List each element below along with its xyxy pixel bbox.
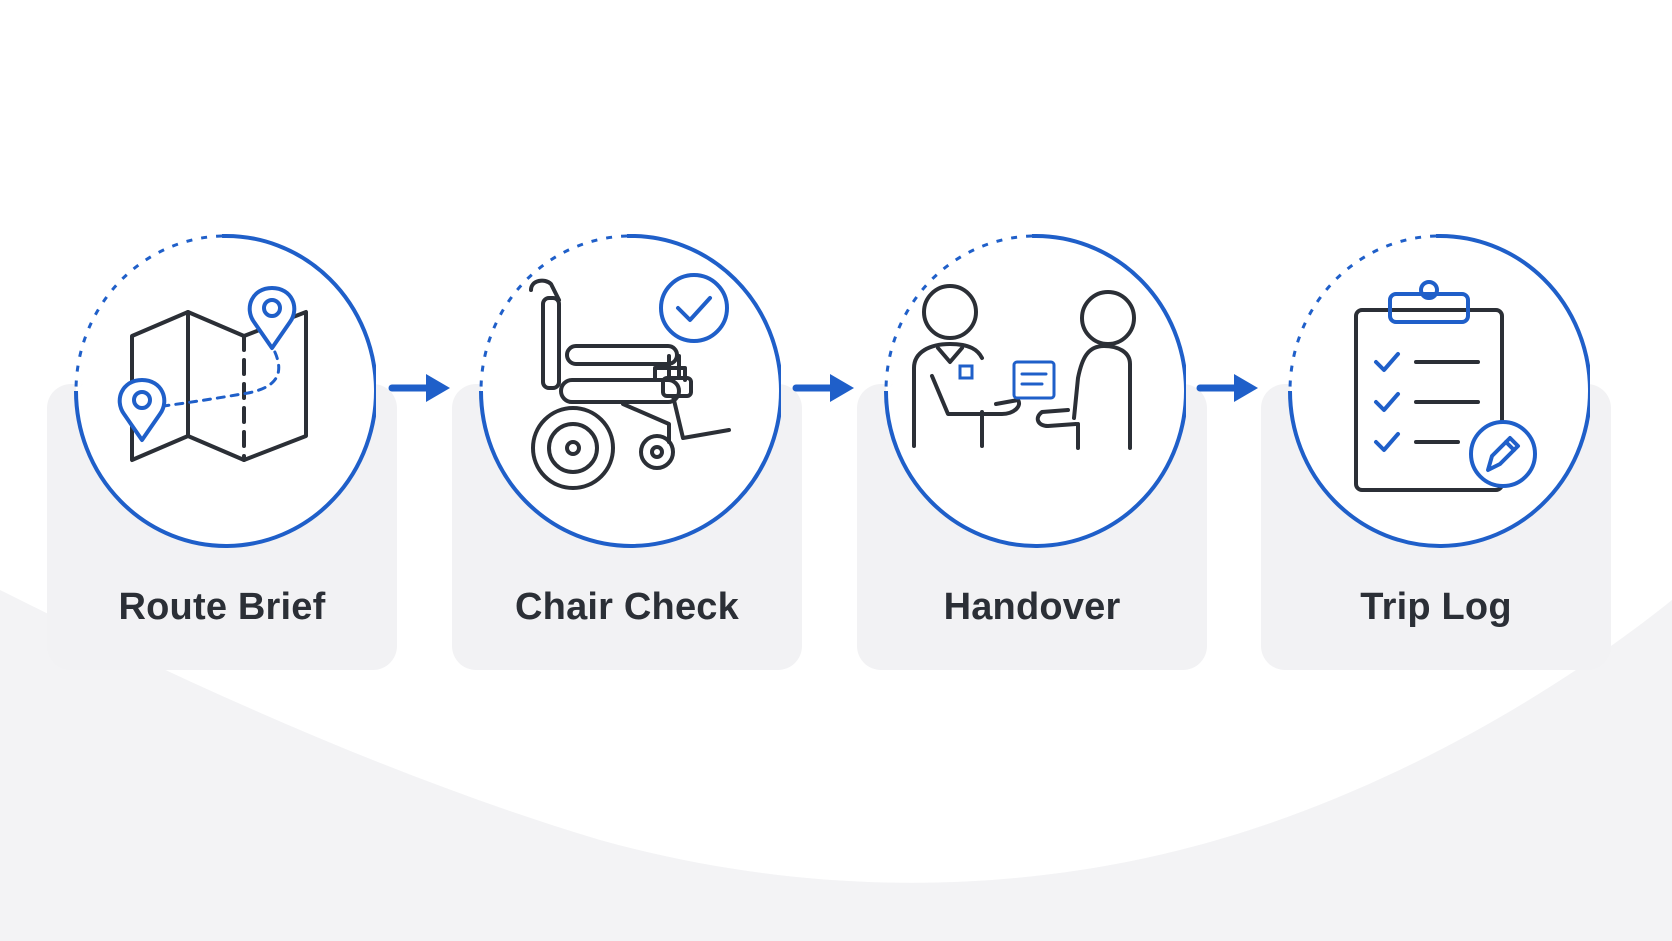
arrow-right-icon [388, 374, 450, 402]
wheelchair-icon [529, 278, 731, 490]
step-label: Chair Check [515, 586, 739, 628]
step-badge [878, 228, 1186, 554]
clipboard-checklist-icon [1354, 280, 1504, 492]
document-icon [958, 360, 1056, 400]
step-badge [68, 228, 376, 554]
step-route-brief: Route Brief [47, 0, 397, 700]
arrow-right-icon [1196, 374, 1258, 402]
step-chair-check: Chair Check [452, 0, 802, 700]
step-trip-log: Trip Log [1261, 0, 1611, 700]
pencil-circle-icon [1469, 420, 1537, 488]
step-handover: Handover [857, 0, 1207, 700]
step-label: Route Brief [118, 586, 326, 628]
step-label: Handover [943, 586, 1121, 628]
handover-icon [912, 284, 1136, 450]
arrow-right-icon [792, 374, 854, 402]
step-label: Trip Log [1360, 586, 1512, 628]
step-badge [473, 228, 781, 554]
folded-map-icon [117, 286, 308, 462]
step-badge [1282, 228, 1590, 554]
check-circle-icon [659, 273, 729, 343]
